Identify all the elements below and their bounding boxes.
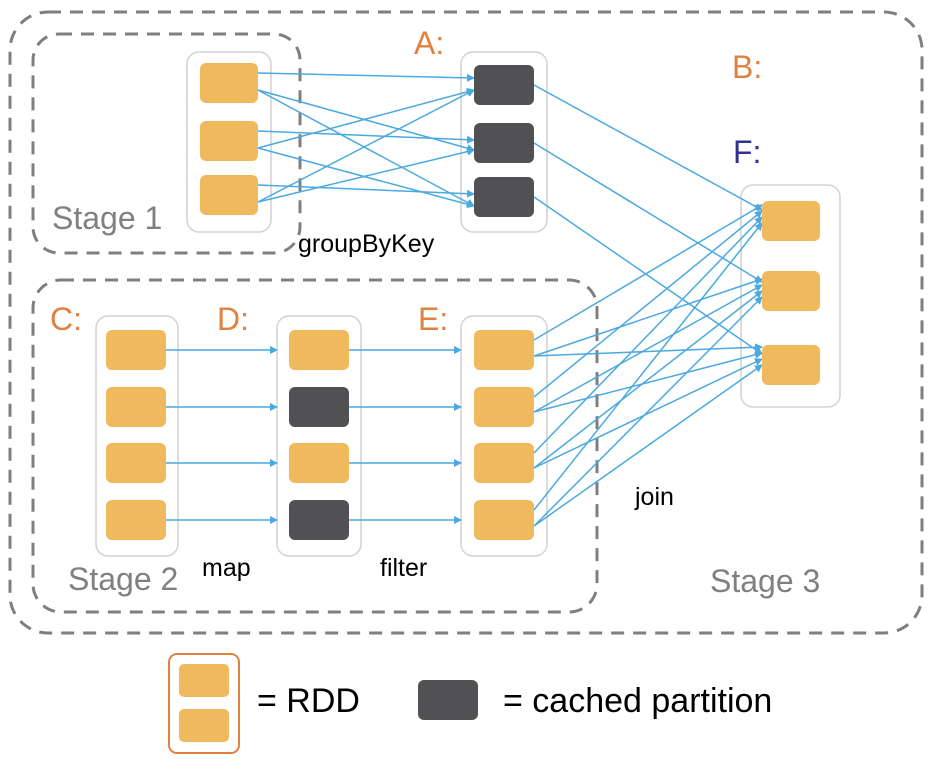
rdd-c-container	[95, 315, 179, 557]
rdd-e-partitions	[474, 330, 534, 540]
stage-2-boundary	[31, 278, 599, 614]
dependency-arrow	[257, 89, 475, 203]
partition	[106, 500, 166, 540]
rdd-d-container	[276, 315, 362, 557]
stage-3-label: Stage 3	[710, 563, 820, 599]
rdd-d-label: D:	[217, 301, 249, 337]
groupbykey-label: groupByKey	[298, 230, 435, 258]
partition	[762, 271, 820, 311]
dependency-arrow	[257, 89, 475, 207]
dependency-arrow	[533, 364, 763, 527]
cached-partition	[289, 500, 349, 540]
cached-partition	[289, 387, 349, 427]
dependency-arrow	[533, 196, 763, 355]
cached-partition	[474, 177, 534, 217]
join-label: join	[634, 483, 674, 511]
legend-cached-text: = cached partition	[503, 682, 772, 720]
partition	[200, 121, 258, 161]
dependency-arrow	[257, 72, 475, 82]
rdd-a-partitions	[474, 65, 534, 217]
dependency-arrow	[257, 87, 475, 149]
partition	[762, 345, 820, 385]
dependency-arrow	[257, 147, 475, 209]
stage-2-label: Stage 2	[68, 561, 178, 597]
stage-3-boundary	[8, 10, 924, 635]
legend-rdd-partition-1	[179, 664, 229, 697]
dependency-arrow	[533, 204, 763, 341]
dependency-arrow	[533, 358, 763, 469]
partition	[200, 175, 258, 215]
partition	[106, 330, 166, 370]
stage-1-boundary	[31, 32, 302, 255]
dependency-arrow	[533, 290, 763, 469]
rdd-c-partitions	[106, 330, 166, 540]
rdd-f-label: F:	[733, 134, 761, 170]
legend-rdd-partition-2	[179, 709, 229, 742]
dependency-arrow	[533, 350, 763, 413]
legend: = RDD = cached partition	[168, 653, 772, 754]
dependency-arrow	[533, 216, 763, 454]
rdd-f-partitions	[762, 201, 820, 385]
rdd-source-partitions	[200, 63, 258, 215]
rdd-b-label: B:	[732, 49, 762, 85]
rdd-e-container	[460, 315, 548, 557]
dependency-arrow	[533, 343, 763, 357]
rdd-e-label: E:	[418, 301, 448, 337]
cached-partition	[474, 123, 534, 163]
dependency-arrow	[533, 277, 763, 357]
edges	[166, 72, 763, 527]
partition	[289, 330, 349, 370]
map-label: map	[202, 554, 251, 582]
dependency-arrow	[533, 284, 763, 413]
legend-rdd-text: = RDD	[257, 682, 360, 720]
partition	[106, 443, 166, 483]
dependency-arrow	[257, 147, 475, 203]
rdd-c-label: C:	[50, 301, 82, 337]
partition	[762, 201, 820, 241]
partition	[474, 387, 534, 427]
dependency-arrow	[257, 184, 475, 198]
legend-cached-swatch	[418, 680, 478, 720]
partition	[474, 500, 534, 540]
dependency-arrow	[533, 142, 763, 283]
stage-1-label: Stage 1	[52, 200, 162, 236]
partition	[474, 330, 534, 370]
dependency-arrow	[257, 130, 475, 144]
dependency-arrow	[533, 84, 763, 211]
dependency-arrow	[533, 210, 763, 398]
dependency-arrow	[533, 222, 763, 511]
dependency-arrow	[257, 89, 475, 152]
dependency-arrow	[533, 296, 763, 527]
partition	[200, 63, 258, 103]
rdd-a-label: A:	[414, 25, 444, 61]
rdd-d-partitions	[289, 330, 349, 540]
partition	[289, 443, 349, 483]
partition	[106, 387, 166, 427]
filter-label: filter	[380, 554, 427, 582]
partition	[474, 443, 534, 483]
cached-partition	[474, 65, 534, 105]
